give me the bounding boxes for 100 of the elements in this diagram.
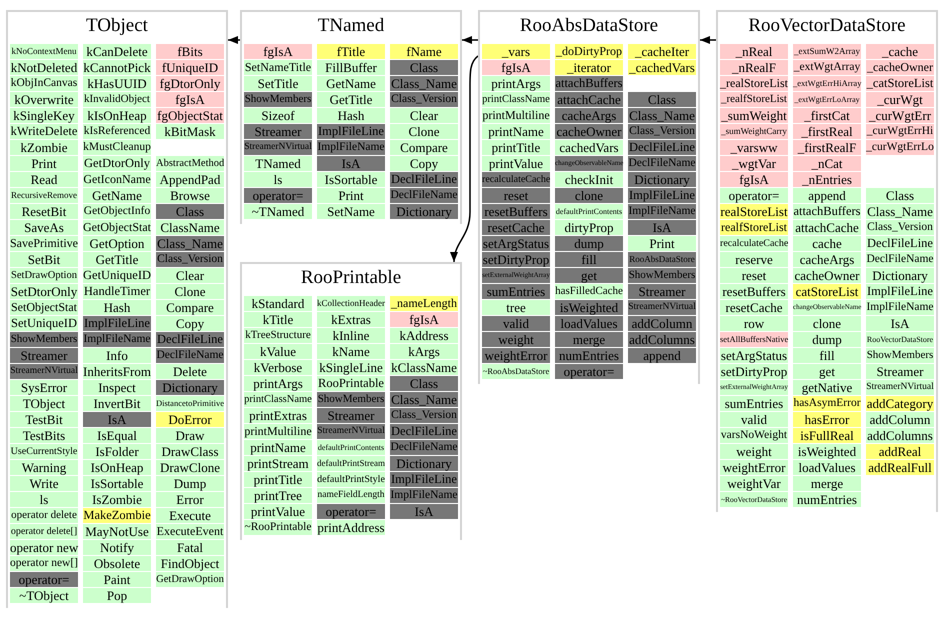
member-entry: _curWgtErrHi	[866, 124, 934, 139]
member-entry: Compare	[156, 300, 224, 315]
member-entry: Browse	[156, 188, 224, 203]
member-entry: fgIsA	[720, 172, 788, 187]
member-entry: SaveAs	[10, 220, 78, 235]
member-entry: Dictionary	[628, 172, 696, 187]
member-entry: reset	[720, 268, 788, 283]
member-entry: ImplFileName	[866, 300, 934, 315]
member-entry: resetBuffers	[482, 204, 550, 219]
member-entry: printTitle	[482, 140, 550, 155]
member-entry: ~TObject	[10, 588, 78, 603]
member-entry: GetObjectInfo	[83, 204, 151, 219]
member-entry: get	[555, 268, 623, 283]
member-entry: Clone	[390, 124, 458, 139]
member-entry: Write	[10, 476, 78, 491]
member-entry: fgIsA	[390, 312, 458, 327]
member-entry: _firstReal	[793, 124, 861, 139]
member-entry: RooPrintable	[317, 376, 385, 391]
member-entry: DrawClass	[156, 444, 224, 459]
member-entry: printTree	[244, 488, 312, 503]
member-entry: kMustCleanup	[83, 140, 151, 155]
member-entry: fgIsA	[482, 60, 550, 75]
member-entry: AppendPad	[156, 172, 224, 187]
member-entry: append	[793, 188, 861, 203]
member-entry: kIsReferenced	[83, 124, 151, 139]
member-entry: addReal	[866, 444, 934, 459]
member-entry: Class	[390, 60, 458, 75]
member-entry: DeclFileLine	[390, 172, 458, 187]
member-entry: _nReal	[720, 44, 788, 59]
member-entry: StreamerNVirtual	[10, 364, 78, 379]
member-entry: ~RooAbsDataStore	[482, 364, 550, 379]
member-entry: addColumns	[628, 332, 696, 347]
member-entry: kVerbose	[244, 360, 312, 375]
member-entry: operator=	[10, 572, 78, 587]
member-entry: Clear	[390, 108, 458, 123]
member-entry: kAddress	[390, 328, 458, 343]
member-entry: kTreeStructure	[244, 328, 312, 343]
member-entry: SysError	[10, 380, 78, 395]
member-entry: kObjInCanvas	[10, 76, 78, 91]
member-entry: ImplFileName	[628, 204, 696, 219]
member-entry: isWeighted	[793, 444, 861, 459]
member-entry: operator new	[10, 540, 78, 555]
member-entry: IsEqual	[83, 428, 151, 443]
member-entry: FillBuffer	[317, 60, 385, 75]
member-entry: GetOption	[83, 236, 151, 251]
member-entry: DrawClone	[156, 460, 224, 475]
member-entry: RecursiveRemove	[10, 188, 78, 203]
member-entry: kCanDelete	[83, 44, 151, 59]
member-entry: Notify	[83, 540, 151, 555]
member-entry: _wgtVar	[720, 156, 788, 171]
member-entry: DistancetoPrimitive	[156, 396, 224, 411]
member-entry: attachBuffers	[555, 76, 623, 91]
member-entry: ImplFileName	[390, 488, 458, 503]
member-entry: _nCat	[793, 156, 861, 171]
member-entry: _realfStoreList	[720, 92, 788, 107]
member-entry: Class	[628, 92, 696, 107]
member-entry: ImplFileLine	[628, 188, 696, 203]
member-entry: DeclFileName	[390, 440, 458, 455]
member-entry: _cachedVars	[628, 60, 696, 75]
member-entry: ShowMembers	[866, 348, 934, 363]
member-entry: StreamerNVirtual	[866, 380, 934, 395]
member-entry: printValue	[482, 156, 550, 171]
member-entry: fgIsA	[156, 92, 224, 107]
member-entry: ImplFileLine	[83, 316, 151, 331]
member-entry: sumEntries	[482, 284, 550, 299]
member-entry: weightError	[482, 348, 550, 363]
member-entry: TObject	[10, 396, 78, 411]
member-entry: _extSumW2Array	[793, 44, 861, 59]
member-entry: _vars	[482, 44, 550, 59]
member-entry: addColumn	[628, 316, 696, 331]
member-entry: get	[793, 364, 861, 379]
member-entry: kHasUUID	[83, 76, 151, 91]
member-entry: dirtyProp	[555, 220, 623, 235]
member-entry: numEntries	[793, 492, 861, 507]
member-entry: AbstractMethod	[156, 156, 224, 171]
member-entry: weightVar	[720, 476, 788, 491]
member-entry: TNamed	[244, 156, 312, 171]
member-entry: valid	[482, 316, 550, 331]
member-entry: Class_Name	[628, 108, 696, 123]
member-entry: Class_Version	[390, 408, 458, 423]
member-entry: ls	[244, 172, 312, 187]
member-entry: ExecuteEvent	[156, 524, 224, 539]
member-entry: SetBit	[10, 252, 78, 267]
member-entry: catStoreList	[793, 284, 861, 299]
member-entry: SetDtorOnly	[10, 284, 78, 299]
member-entry: _realStoreList	[720, 76, 788, 91]
member-entry: defaultPrintStream	[317, 456, 385, 471]
member-entry: kName	[317, 344, 385, 359]
member-entry: Paint	[83, 572, 151, 587]
member-entry: kOverwrite	[10, 92, 78, 107]
member-entry: Streamer	[10, 348, 78, 363]
member-entry: printExtras	[244, 408, 312, 423]
member-entry: IsZombie	[83, 492, 151, 507]
member-entry: addRealFull	[866, 460, 934, 475]
class-name: RooPrintable	[300, 267, 402, 288]
member-entry: kStandard	[244, 296, 312, 311]
member-entry: _iterator	[555, 60, 623, 75]
member-entry: Dictionary	[866, 268, 934, 283]
member-entry: kValue	[244, 344, 312, 359]
member-entry: fill	[555, 252, 623, 267]
